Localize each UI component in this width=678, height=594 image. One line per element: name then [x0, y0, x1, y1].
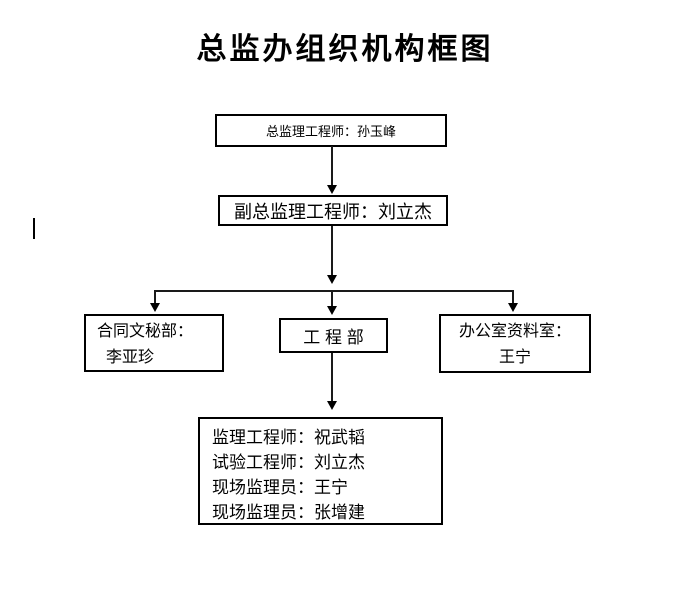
page-title: 总监办组织机构框图 — [196, 33, 494, 66]
connector-deputy-to-branch-line — [331, 226, 333, 276]
connector-engineering-to-staff-line — [331, 353, 333, 402]
text-cursor — [33, 218, 35, 239]
staff-line: 现场监理员：张增建 — [212, 503, 365, 522]
connector-branch-to-contract-line — [154, 290, 156, 304]
connector-branch-to-office-arrowhead-icon — [508, 303, 518, 312]
node-engineering-dept: 工 程 部 — [279, 318, 388, 353]
staff-line: 试验工程师：刘立杰 — [212, 453, 365, 472]
staff-line: 监理工程师：祝武韬 — [212, 428, 365, 447]
node-contract-secretary-dept: 合同文秘部： 李亚珍 — [84, 314, 224, 372]
branch-horizontal-line — [154, 290, 514, 292]
node-contract-secretary-dept-person: 李亚珍 — [106, 349, 155, 366]
connector-branch-to-contract-arrowhead-icon — [150, 303, 160, 312]
node-office-archives-person: 王宁 — [498, 349, 531, 366]
connector-branch-to-engineering-arrowhead-icon — [327, 306, 337, 315]
node-staff-list: 监理工程师：祝武韬 试验工程师：刘立杰 现场监理员：王宁 现场监理员：张增建 — [198, 417, 443, 525]
connector-chief-to-deputy-line — [331, 146, 333, 186]
node-chief-engineer-label: 总监理工程师：孙玉峰 — [265, 124, 396, 139]
staff-line: 现场监理员：王宁 — [212, 478, 348, 497]
connector-chief-to-deputy-arrowhead-icon — [327, 185, 337, 194]
connector-branch-to-office-line — [512, 290, 514, 304]
node-chief-engineer: 总监理工程师：孙玉峰 — [215, 114, 447, 147]
connector-branch-to-engineering-line — [331, 290, 333, 307]
node-office-archives-title: 办公室资料室： — [458, 323, 571, 340]
node-contract-secretary-dept-title: 合同文秘部： — [97, 323, 194, 340]
node-deputy-chief-engineer: 副总监理工程师：刘立杰 — [218, 195, 448, 226]
connector-engineering-to-staff-arrowhead-icon — [327, 401, 337, 410]
connector-deputy-to-branch-arrowhead-icon — [327, 275, 337, 284]
node-engineering-dept-label: 工 程 部 — [303, 328, 364, 347]
node-office-archives: 办公室资料室： 王宁 — [439, 314, 591, 373]
node-deputy-chief-engineer-label: 副总监理工程师：刘立杰 — [234, 201, 432, 222]
